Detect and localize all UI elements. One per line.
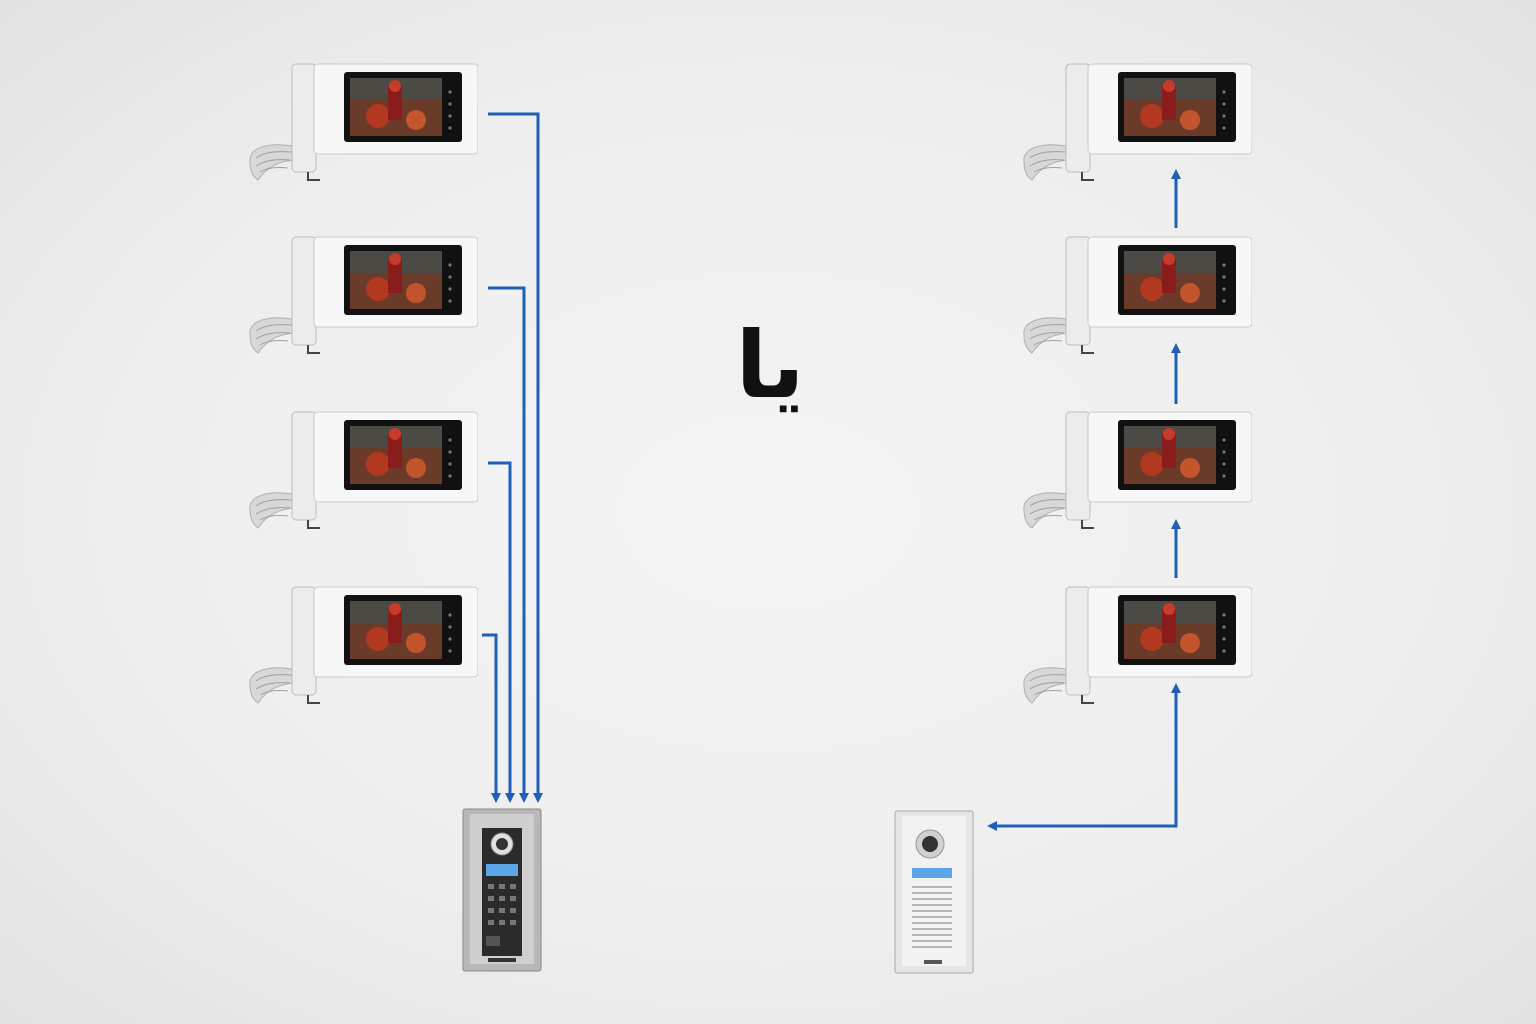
right-wire-panel — [987, 690, 1178, 831]
left-wires — [482, 112, 543, 803]
handset-icon — [1023, 236, 1094, 354]
handset-icon — [1023, 63, 1094, 181]
video-intercom-monitor-icon — [1023, 411, 1252, 529]
handset-icon — [249, 63, 320, 181]
handset-icon — [249, 236, 320, 354]
right-monitor-1 — [1022, 62, 1252, 182]
handset-icon — [1023, 411, 1094, 529]
left-wire-2 — [488, 286, 529, 803]
left-monitor-4 — [248, 585, 478, 705]
video-intercom-monitor-icon — [1023, 236, 1252, 354]
handset-icon — [249, 586, 320, 704]
video-intercom-monitor-icon — [1023, 586, 1252, 704]
video-intercom-monitor-icon — [249, 236, 478, 354]
handset-icon — [249, 411, 320, 529]
video-intercom-monitor-icon — [249, 586, 478, 704]
left-wire-3 — [488, 461, 515, 803]
video-intercom-monitor-icon — [249, 63, 478, 181]
or-separator-label: یا — [735, 312, 805, 419]
right-wires — [987, 169, 1181, 831]
video-intercom-monitor-icon — [249, 411, 478, 529]
handset-icon — [1023, 586, 1094, 704]
left-wire-4 — [482, 633, 501, 803]
right-monitor-4 — [1022, 585, 1252, 705]
right-monitor-3 — [1022, 410, 1252, 530]
left-door-panel — [462, 808, 542, 976]
left-wire-1 — [488, 112, 543, 803]
video-intercom-monitor-icon — [1023, 63, 1252, 181]
right-monitor-2 — [1022, 235, 1252, 355]
door-station-keypad-icon — [462, 808, 542, 972]
left-monitor-3 — [248, 410, 478, 530]
door-station-speaker-icon — [894, 810, 974, 974]
left-monitor-1 — [248, 62, 478, 182]
left-monitor-2 — [248, 235, 478, 355]
right-door-panel — [894, 810, 974, 978]
